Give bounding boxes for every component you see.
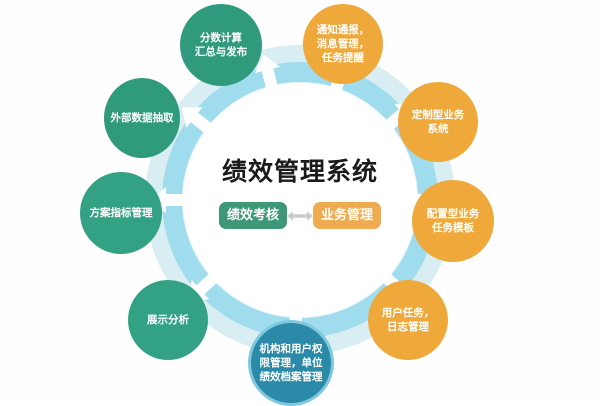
node-line: 通知通报，	[316, 23, 370, 36]
node-configurable-business-template[interactable]: 配置型业务 任务模板	[412, 180, 494, 262]
node-line: 方案指标管理	[89, 206, 153, 219]
center-box-business[interactable]: 业务管理	[313, 202, 382, 229]
diagram-center-title: 绩效管理系统	[221, 157, 378, 186]
node-org-user-permission-archive[interactable]: 机构和用户权 限管理，单位 绩效档案管理	[248, 320, 334, 406]
double-arrow-icon	[287, 210, 313, 222]
node-line: 机构和用户权	[259, 342, 323, 355]
ring-core-disc	[186, 86, 414, 314]
node-line: 配置型业务	[426, 207, 480, 220]
node-line: 任务模板	[432, 222, 474, 234]
node-custom-business-system[interactable]: 定制型业务 系统	[398, 82, 478, 162]
node-score-calculation[interactable]: 分数计算 汇总与发布	[180, 4, 262, 86]
node-line: 消息管理，	[316, 37, 370, 50]
node-line: 汇总与发布	[194, 46, 248, 58]
node-user-task-log-management[interactable]: 用户任务， 日志管理	[368, 280, 448, 360]
node-notification-message[interactable]: 通知通报， 消息管理， 任务提醒	[303, 4, 383, 84]
node-line: 外部数据抽取	[110, 111, 174, 124]
node-external-data-extraction[interactable]: 外部数据抽取	[104, 78, 180, 158]
node-line: 任务提醒	[322, 52, 364, 65]
center-box-row: 绩效考核 业务管理	[190, 202, 410, 229]
node-line: 用户任务，	[381, 306, 435, 319]
node-scheme-indicator-management[interactable]: 方案指标管理	[80, 172, 162, 254]
node-line: 限管理，单位	[259, 356, 323, 369]
node-line: 系统	[427, 123, 449, 135]
node-line: 绩效档案管理	[259, 371, 323, 384]
node-line: 展示分析	[147, 313, 189, 326]
node-line: 定制型业务	[411, 108, 465, 121]
node-display-analysis[interactable]: 展示分析	[128, 280, 208, 360]
node-line: 分数计算	[200, 31, 242, 44]
center-box-assessment[interactable]: 绩效考核	[218, 202, 287, 229]
node-line: 日志管理	[387, 321, 429, 333]
